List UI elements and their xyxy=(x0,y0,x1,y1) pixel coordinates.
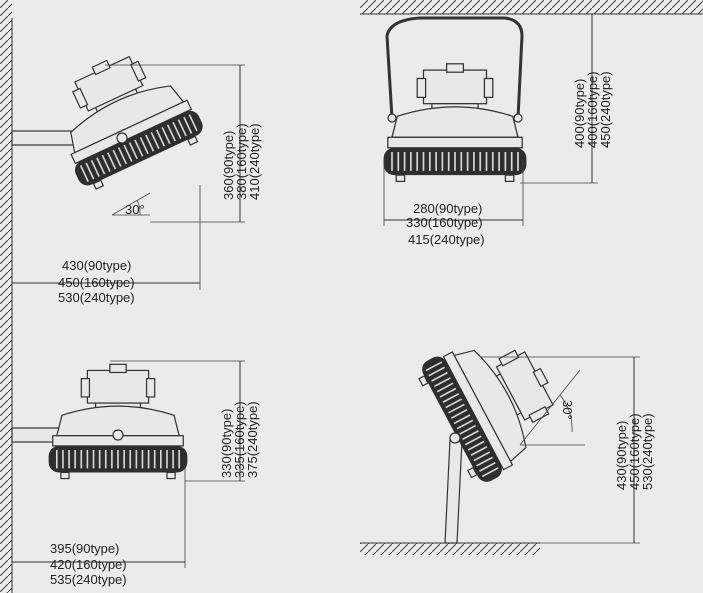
view-floor-pole: 30° 430(90type) 450(160type) 530(240type… xyxy=(360,314,655,555)
width-dim-3: 530(240type) xyxy=(58,290,135,305)
view-wall-tilt: 30° 360(90type) 380(160type) 410(240type… xyxy=(11,34,262,305)
angle-label: 30° xyxy=(560,400,575,420)
width-dim-1: 280(90type) xyxy=(413,201,482,216)
pole xyxy=(444,439,463,544)
height-dim-1: 430(90type) xyxy=(614,421,629,490)
height-dim-3: 530(240type) xyxy=(640,413,655,490)
wall-hatch xyxy=(0,0,12,593)
height-dim-3: 375(240type) xyxy=(245,401,260,478)
height-dim-1: 330(90type) xyxy=(219,409,234,478)
lamp-wall-tilt xyxy=(37,34,210,195)
width-dim-3: 535(240type) xyxy=(50,572,127,587)
angle-arc xyxy=(111,192,151,216)
height-dim-2: 380(160type) xyxy=(234,123,249,200)
angle-label: 30° xyxy=(125,202,145,217)
height-dim-3: 410(240type) xyxy=(247,123,262,200)
bracket-pivot-right xyxy=(513,113,523,123)
pivot xyxy=(112,429,124,441)
height-dim-1: 360(90type) xyxy=(221,131,236,200)
width-dim-2: 330(160type) xyxy=(406,215,483,230)
ground-hatch xyxy=(360,543,540,555)
ceiling-hatch xyxy=(360,0,703,14)
lamp-ceiling xyxy=(382,62,528,183)
height-dim-1: 400(90type) xyxy=(572,79,587,148)
lamp-wall-flat xyxy=(47,363,189,480)
pivot xyxy=(116,132,128,144)
height-dim-2: 400(160type) xyxy=(585,71,600,148)
bracket-pivot-left xyxy=(387,113,397,123)
angle-lines xyxy=(519,369,585,446)
height-dim-2: 335(160type) xyxy=(232,401,247,478)
width-dim-1: 395(90type) xyxy=(50,541,119,556)
u-bracket xyxy=(385,16,524,119)
view-wall-flat: 330(90type) 335(160type) 375(240type) 39… xyxy=(11,360,260,587)
view-ceiling: 400(90type) 400(160type) 450(240type) 28… xyxy=(382,14,613,247)
width-dim-3: 415(240type) xyxy=(408,232,485,247)
pivot xyxy=(449,432,461,444)
width-dim-2: 420(160type) xyxy=(50,557,127,572)
lamp-floor xyxy=(412,314,577,489)
width-dim-1: 430(90type) xyxy=(62,258,131,273)
height-dim-3: 450(240type) xyxy=(598,71,613,148)
height-dim-2: 450(160type) xyxy=(627,413,642,490)
width-dim-2: 450(160type) xyxy=(58,275,135,290)
